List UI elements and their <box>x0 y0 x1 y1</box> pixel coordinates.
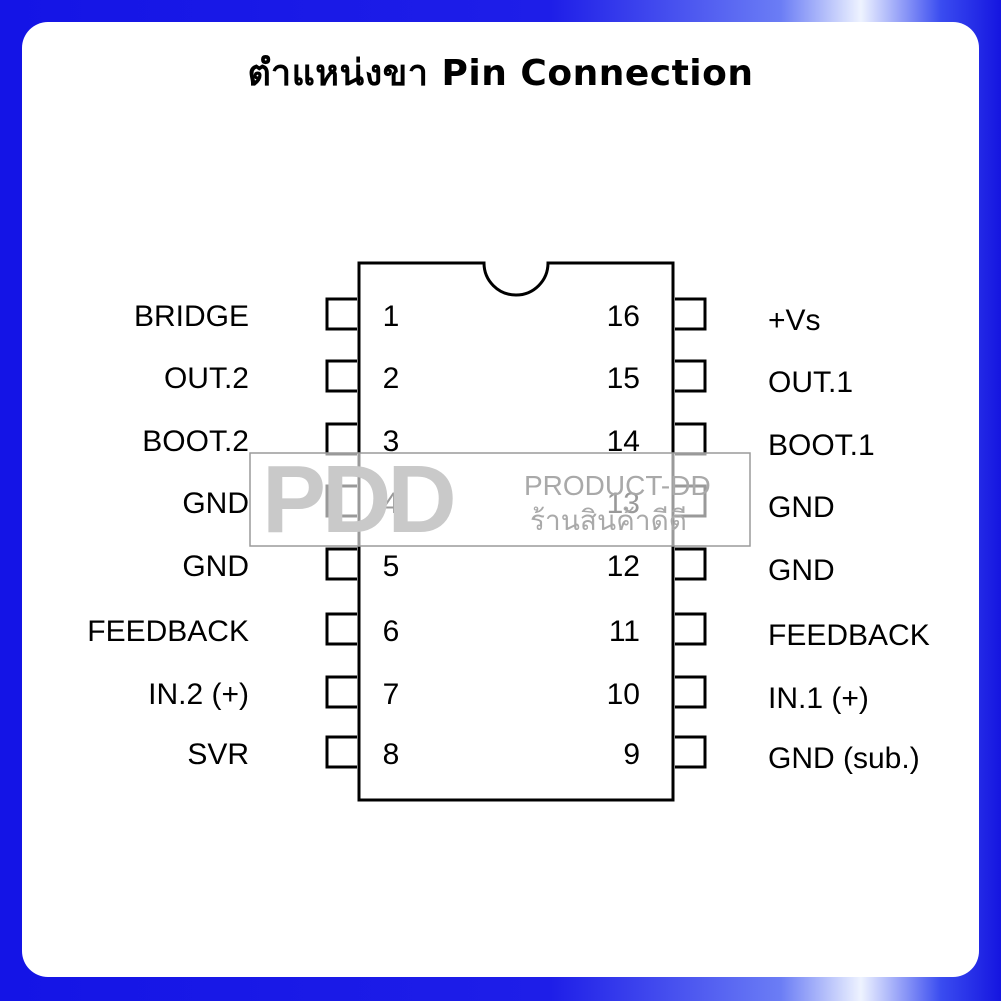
left-pin-lead <box>325 612 357 646</box>
watermark-box <box>249 452 751 547</box>
right-pin-lead <box>675 359 707 393</box>
pin-label: +Vs <box>768 304 821 337</box>
watermark-line2: ร้านสินค้าดีดี <box>530 504 687 537</box>
pin-label: BOOT.1 <box>768 429 875 462</box>
left-pin-lead <box>325 735 357 769</box>
pin-number: 5 <box>383 550 400 583</box>
pin-number: 2 <box>383 362 400 395</box>
pin-label: IN.2 (+) <box>148 678 249 711</box>
pin-label: BOOT.2 <box>142 425 249 458</box>
right-pin-lead <box>675 675 707 709</box>
pin-label: GND <box>768 491 835 524</box>
pin-number: 1 <box>383 300 400 333</box>
pin-number: 15 <box>607 362 640 395</box>
pin-label: OUT.1 <box>768 366 853 399</box>
right-pin-lead <box>675 735 707 769</box>
pin-label: BRIDGE <box>134 300 249 333</box>
pin-label: GND <box>768 554 835 587</box>
pin-label: SVR <box>187 738 249 771</box>
pin-number: 6 <box>383 615 400 648</box>
watermark-line1: PRODUCT-DD <box>524 470 711 501</box>
pin-label: OUT.2 <box>164 362 249 395</box>
pin-number: 16 <box>607 300 640 333</box>
pin-number: 9 <box>623 738 640 771</box>
watermark-logo: PDD <box>262 446 453 553</box>
pin-number: 3 <box>383 425 400 458</box>
pin-number: 8 <box>383 738 400 771</box>
pin-label: GND <box>182 487 249 520</box>
pin-label: FEEDBACK <box>87 615 249 648</box>
right-pin-lead <box>675 422 707 456</box>
left-pin-lead <box>325 675 357 709</box>
pin-label: IN.1 (+) <box>768 682 869 715</box>
right-pin-lead <box>675 297 707 331</box>
left-pin-lead <box>325 297 357 331</box>
watermark: PDD PRODUCT-DD ร้านสินค้าดีดี <box>249 446 751 553</box>
page-title: ตำแหน่งขา Pin Connection <box>247 53 754 94</box>
left-pin-lead <box>325 359 357 393</box>
left-pin-lead <box>325 547 357 581</box>
pin-number: 10 <box>607 678 640 711</box>
pin-label: GND (sub.) <box>768 742 920 775</box>
pin-number: 7 <box>383 678 400 711</box>
pin-label: GND <box>182 550 249 583</box>
pin-number: 12 <box>607 550 640 583</box>
pin-label: FEEDBACK <box>768 619 930 652</box>
right-pin-lead <box>675 612 707 646</box>
right-pin-lead <box>675 547 707 581</box>
pin-number: 11 <box>609 615 640 648</box>
